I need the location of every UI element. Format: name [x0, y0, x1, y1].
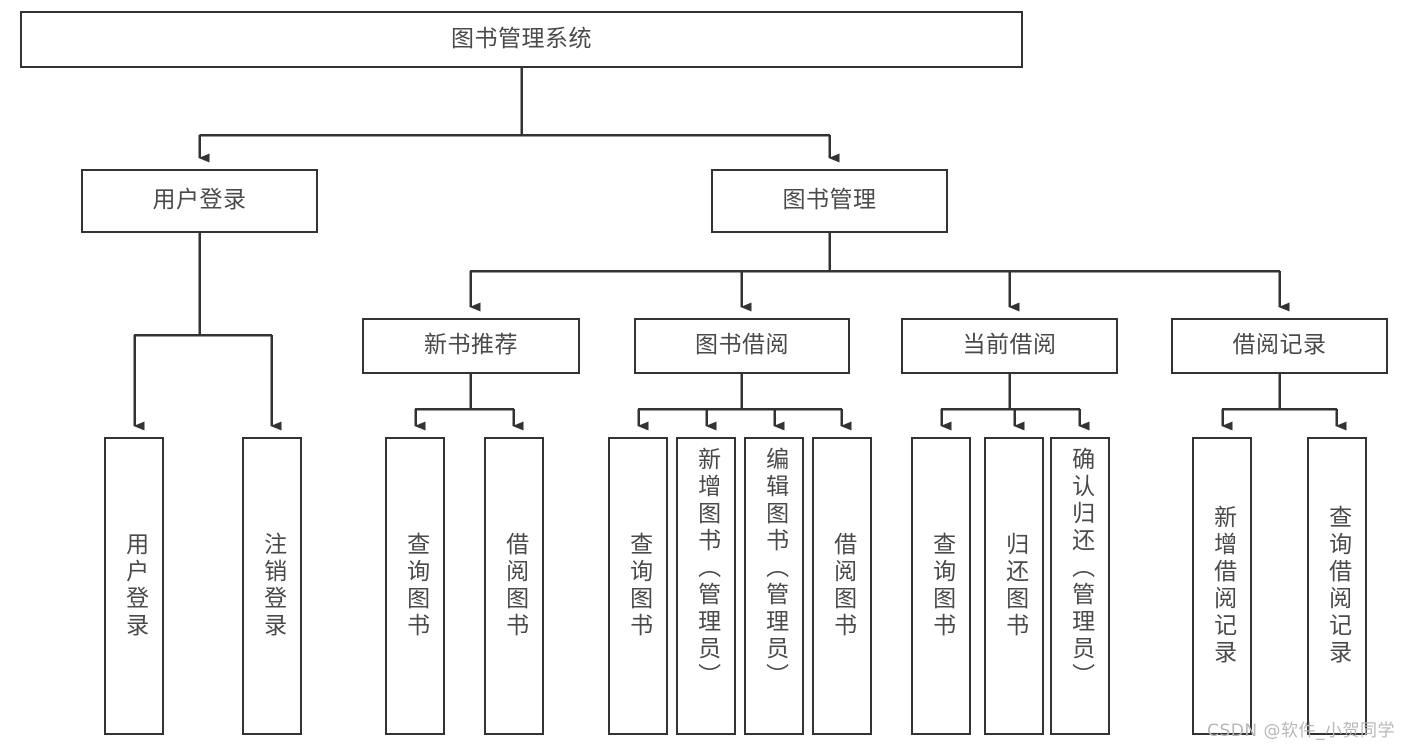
leaf-text-wrap: 新增借阅记录: [1194, 439, 1250, 733]
node-book-manage-label: 图书管理: [782, 187, 877, 214]
leaf-text-wrap: 编辑图书（管理员）: [746, 439, 802, 741]
node-book-manage[interactable]: 图书管理: [711, 169, 948, 233]
node-leaf-return-book-label: 归还图书: [1001, 532, 1028, 640]
node-book-borrow-label: 图书借阅: [695, 332, 789, 359]
node-new-book-recommend-label: 新书推荐: [424, 332, 518, 359]
leaf-text-wrap: 借阅图书: [486, 439, 542, 733]
node-leaf-confirm-return-admin-label: 确认归还（管理员）: [1067, 447, 1094, 690]
leaf-text-wrap: 新增图书（管理员）: [678, 439, 734, 741]
node-root-label: 图书管理系统: [451, 25, 592, 52]
node-book-borrow[interactable]: 图书借阅: [634, 318, 850, 374]
node-leaf-add-borrow-record-label: 新增借阅记录: [1209, 505, 1236, 667]
csdn-watermark: CSDN @软件_小贺同学: [1207, 721, 1395, 741]
leaf-text-wrap: 查询图书: [913, 439, 969, 733]
node-root[interactable]: 图书管理系统: [20, 11, 1023, 68]
node-leaf-query-book-borrow[interactable]: 查询图书: [608, 437, 668, 735]
node-leaf-logout[interactable]: 注销登录: [242, 437, 302, 735]
node-leaf-borrow-book[interactable]: 借阅图书: [812, 437, 872, 735]
node-leaf-borrow-book-rec[interactable]: 借阅图书: [484, 437, 544, 735]
node-leaf-borrow-book-label: 借阅图书: [829, 532, 856, 640]
node-leaf-add-borrow-record[interactable]: 新增借阅记录: [1192, 437, 1252, 735]
node-leaf-confirm-return-admin[interactable]: 确认归还（管理员）: [1050, 437, 1110, 735]
node-leaf-user-login[interactable]: 用户登录: [104, 437, 164, 735]
node-leaf-query-book-cur[interactable]: 查询图书: [911, 437, 971, 735]
node-leaf-logout-label: 注销登录: [259, 532, 286, 640]
leaf-text-wrap: 确认归还（管理员）: [1052, 439, 1108, 741]
node-leaf-borrow-book-rec-label: 借阅图书: [501, 532, 528, 640]
node-user-login-label: 用户登录: [152, 187, 247, 214]
node-new-book-recommend[interactable]: 新书推荐: [362, 318, 580, 374]
node-borrow-record-label: 借阅记录: [1232, 332, 1327, 359]
node-leaf-query-borrow-record[interactable]: 查询借阅记录: [1307, 437, 1367, 735]
node-leaf-return-book[interactable]: 归还图书: [984, 437, 1044, 735]
node-current-borrow[interactable]: 当前借阅: [901, 318, 1118, 374]
node-leaf-query-book-cur-label: 查询图书: [928, 532, 955, 640]
node-leaf-query-book-rec[interactable]: 查询图书: [385, 437, 445, 735]
node-leaf-query-book-rec-label: 查询图书: [402, 532, 429, 640]
node-leaf-edit-book-admin-label: 编辑图书（管理员）: [761, 447, 788, 690]
node-leaf-add-book-admin-label: 新增图书（管理员）: [693, 447, 720, 690]
leaf-text-wrap: 查询图书: [610, 439, 666, 733]
node-leaf-edit-book-admin[interactable]: 编辑图书（管理员）: [744, 437, 804, 735]
leaf-text-wrap: 查询图书: [387, 439, 443, 733]
node-leaf-user-login-label: 用户登录: [121, 532, 148, 640]
node-current-borrow-label: 当前借阅: [962, 332, 1057, 359]
leaf-text-wrap: 用户登录: [106, 439, 162, 733]
leaf-text-wrap: 查询借阅记录: [1309, 439, 1365, 733]
node-leaf-add-book-admin[interactable]: 新增图书（管理员）: [676, 437, 736, 735]
leaf-text-wrap: 注销登录: [244, 439, 300, 733]
node-leaf-query-borrow-record-label: 查询借阅记录: [1324, 505, 1351, 667]
node-borrow-record[interactable]: 借阅记录: [1171, 318, 1388, 374]
leaf-text-wrap: 借阅图书: [814, 439, 870, 733]
node-leaf-query-book-borrow-label: 查询图书: [625, 532, 652, 640]
node-user-login[interactable]: 用户登录: [81, 169, 318, 233]
leaf-text-wrap: 归还图书: [986, 439, 1042, 733]
